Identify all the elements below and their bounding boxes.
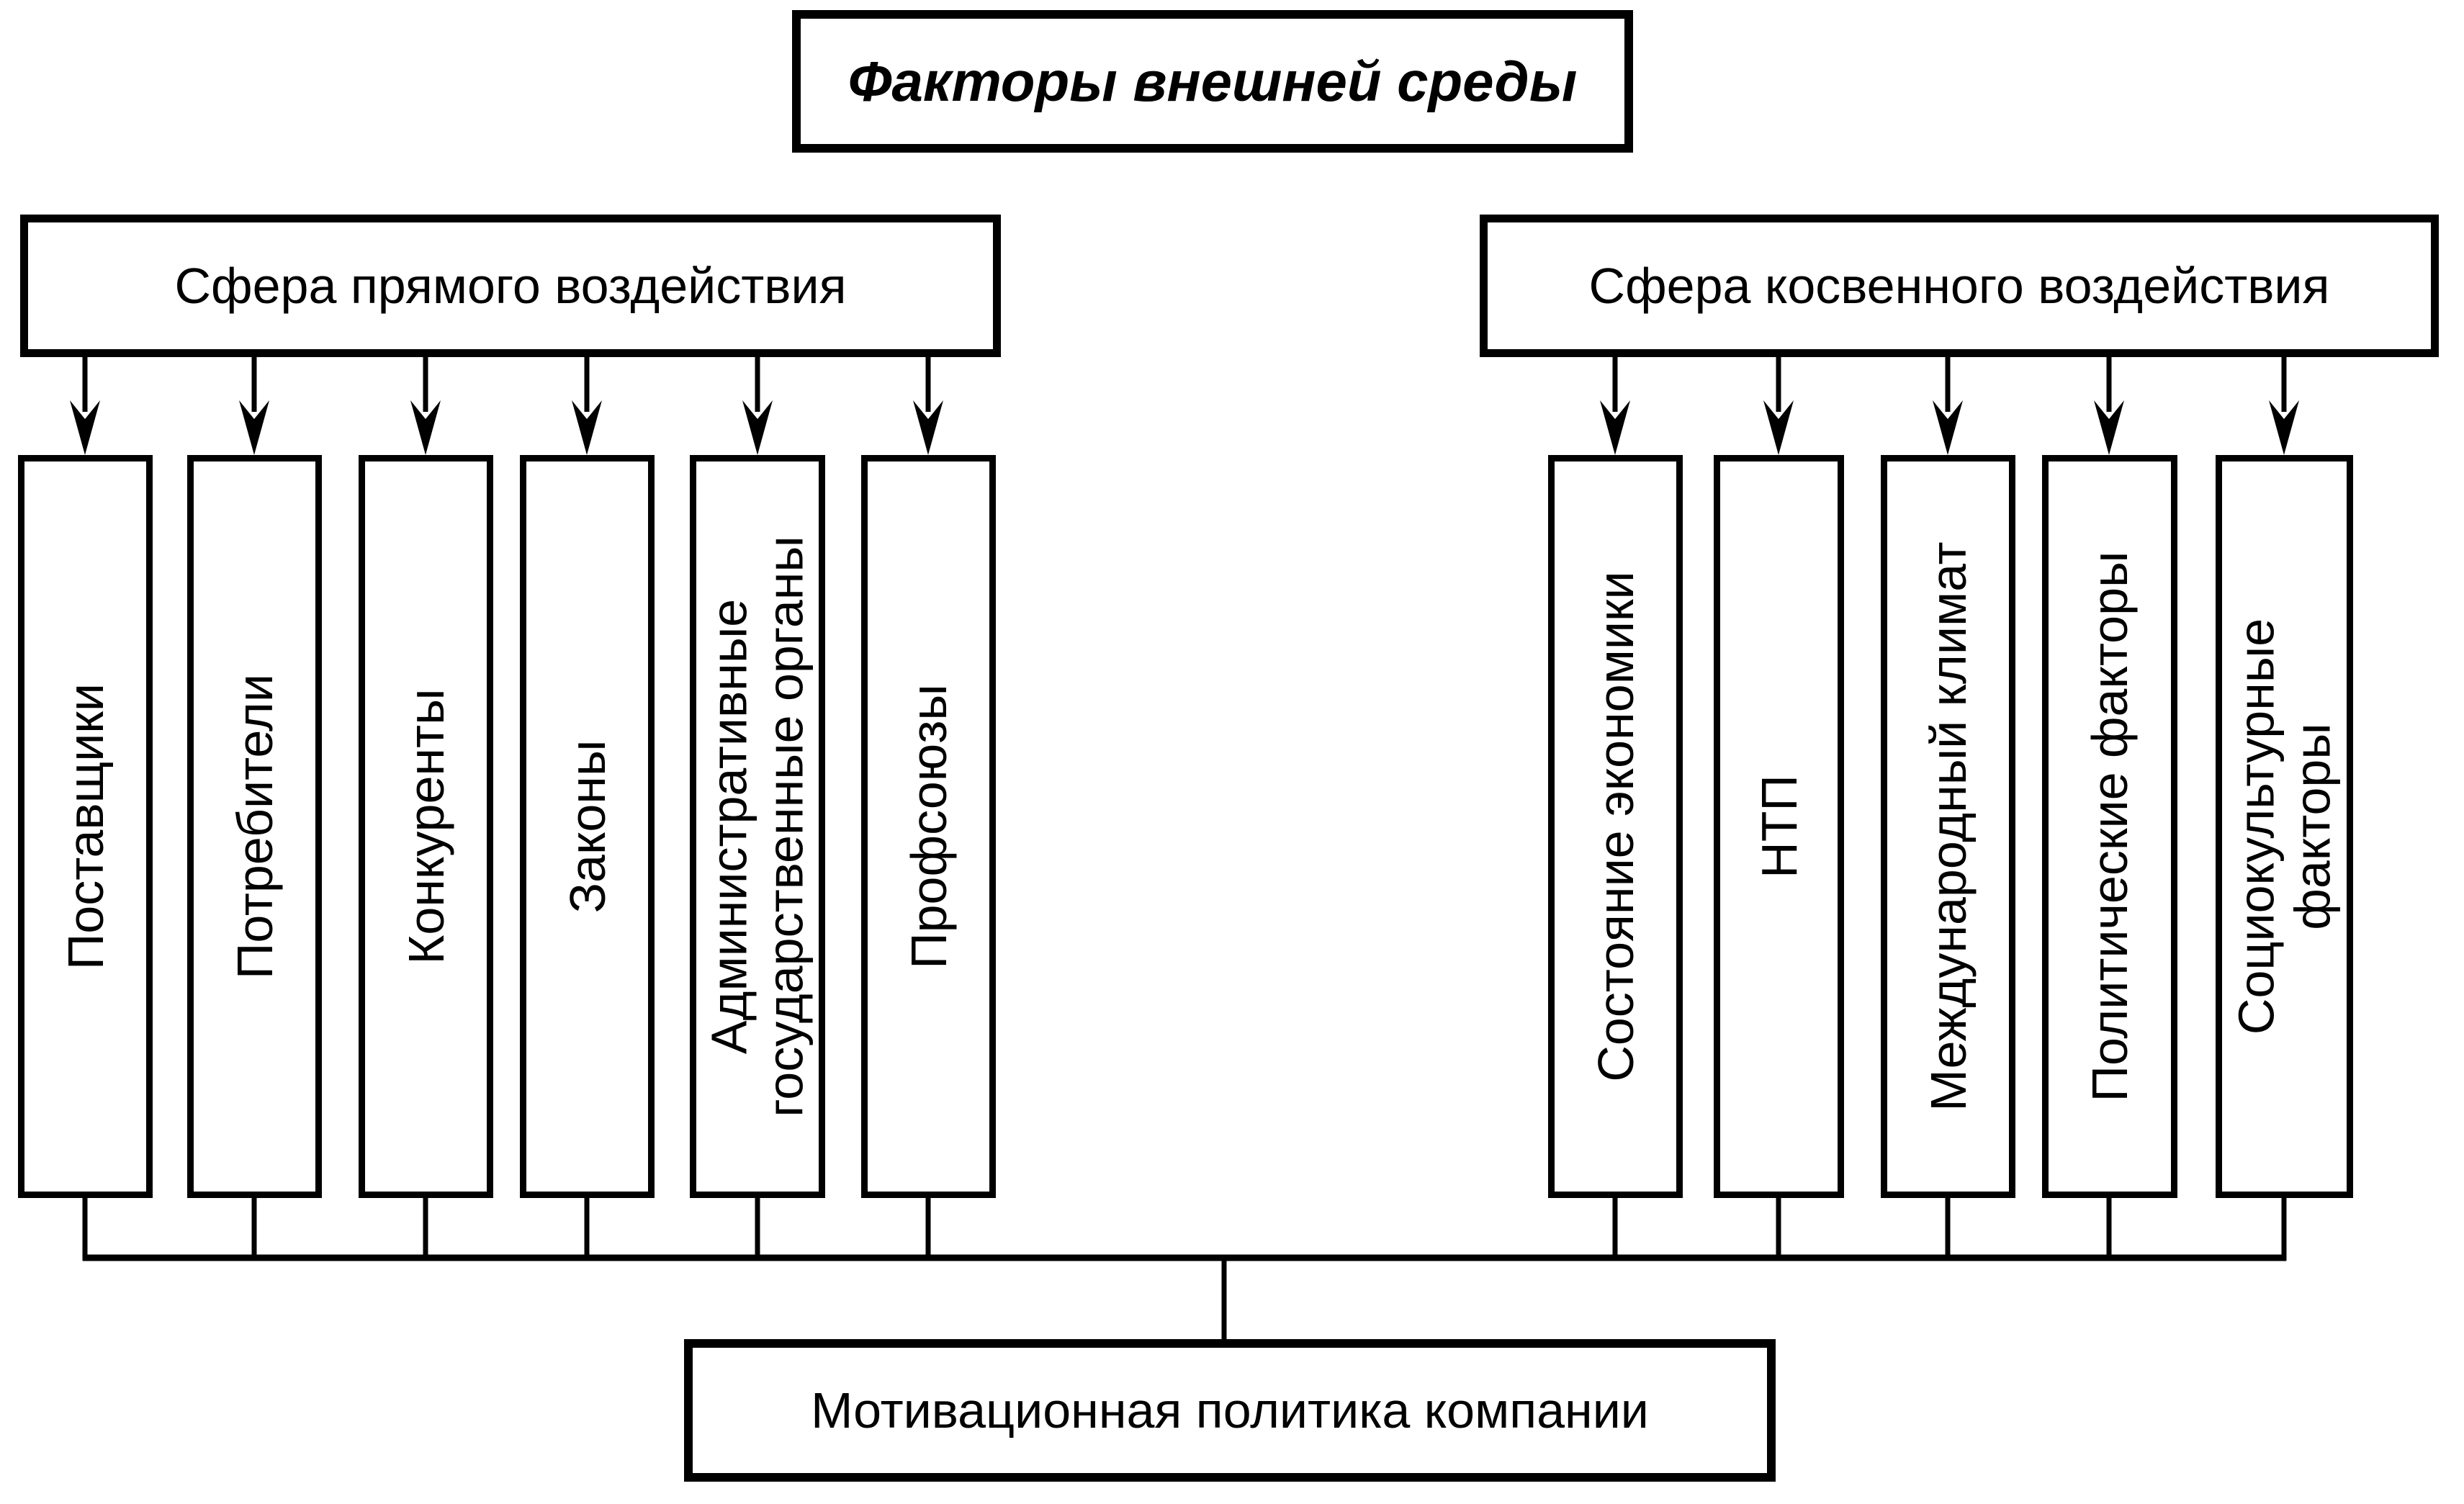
arrow-connector: [70, 357, 100, 455]
direct-sphere-label: Сфера прямого воздействия: [174, 258, 847, 314]
factor-label: Потребители: [226, 674, 283, 979]
factor-box-laws: Законы: [520, 455, 655, 1198]
factor-label: Состояние экономики: [1587, 571, 1644, 1082]
factor-box-political-factors: Политические факторы: [2042, 455, 2177, 1198]
factor-box-competitors: Конкуренты: [359, 455, 493, 1198]
arrow-down-icon: [742, 400, 773, 455]
factor-box-administrative-state-bodies: Административные государственные органы: [690, 455, 825, 1198]
arrow-connector: [2269, 357, 2299, 455]
title-box: Факторы внешней среды: [792, 10, 1633, 153]
factor-label: Международный климат: [1920, 541, 1977, 1112]
arrow-down-icon: [572, 400, 602, 455]
arrow-down-icon: [1933, 400, 1963, 455]
factor-box-scientific-technical-progress: НТП: [1714, 455, 1844, 1198]
arrow-down-icon: [1763, 400, 1794, 455]
factor-box-consumers: Потребители: [187, 455, 322, 1198]
factor-box-international-climate: Международный климат: [1881, 455, 2015, 1198]
arrow-connector: [1933, 357, 1963, 455]
arrow-connector: [742, 357, 773, 455]
arrow-down-icon: [70, 400, 100, 455]
indirect-sphere-label: Сфера косвенного воздействия: [1588, 258, 2330, 314]
factor-label: Законы: [559, 739, 616, 914]
factor-label: Социокультурные факторы: [2228, 618, 2341, 1035]
arrow-down-icon: [2094, 400, 2124, 455]
arrow-connector: [1600, 357, 1630, 455]
arrow-down-icon: [913, 400, 943, 455]
factor-label: Политические факторы: [2081, 551, 2138, 1102]
arrow-down-icon: [1600, 400, 1630, 455]
arrow-down-icon: [239, 400, 269, 455]
factor-label: Поставщики: [57, 683, 114, 971]
indirect-sphere-box: Сфера косвенного воздействия: [1480, 215, 2439, 357]
outcome-box: Мотивационная политика компании: [684, 1339, 1776, 1482]
arrow-connector: [239, 357, 269, 455]
arrow-down-icon: [2269, 400, 2299, 455]
arrow-connector: [1763, 357, 1794, 455]
direct-sphere-box: Сфера прямого воздействия: [20, 215, 1001, 357]
arrow-connector: [2094, 357, 2124, 455]
title-label: Факторы внешней среды: [847, 49, 1578, 113]
factor-box-trade-unions: Профсоюзы: [861, 455, 996, 1198]
arrow-connector: [913, 357, 943, 455]
factor-box-sociocultural-factors: Социокультурные факторы: [2216, 455, 2353, 1198]
factor-label: Конкуренты: [397, 688, 454, 965]
arrow-connector: [572, 357, 602, 455]
arrow-down-icon: [410, 400, 441, 455]
factor-label: Административные государственные органы: [701, 536, 814, 1117]
factor-box-economy-state: Состояние экономики: [1548, 455, 1683, 1198]
outcome-label: Мотивационная политика компании: [811, 1382, 1649, 1438]
arrow-connector: [410, 357, 441, 455]
factor-label: Профсоюзы: [900, 684, 957, 969]
factor-box-suppliers: Поставщики: [18, 455, 153, 1198]
factor-label: НТП: [1750, 775, 1807, 878]
